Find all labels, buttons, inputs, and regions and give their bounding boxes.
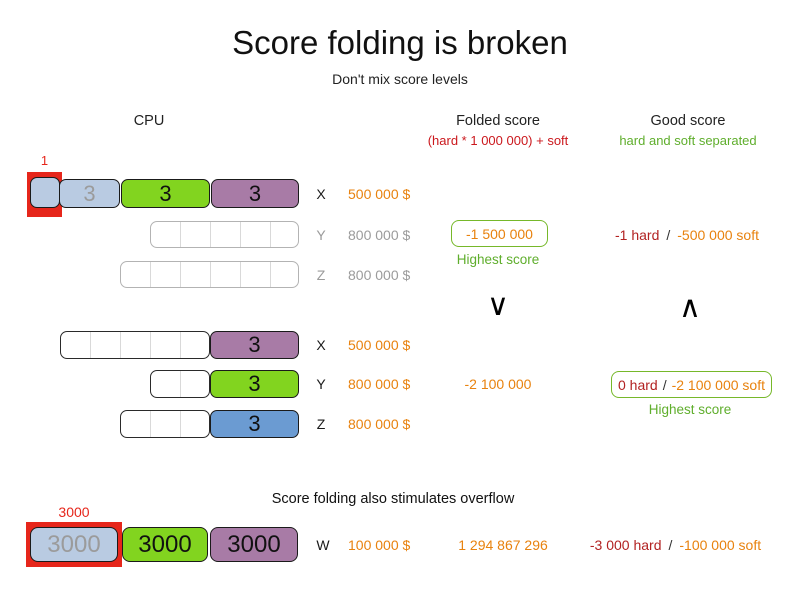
- good-score-separator: /: [668, 536, 673, 553]
- column-header-good-score: Good score: [650, 113, 726, 129]
- cpu-y2-empty-bar: [150, 370, 210, 398]
- cpu-y-empty-bar: [150, 221, 299, 248]
- greater-than-icon: ∨: [487, 289, 509, 322]
- process-size-label: 3: [83, 180, 96, 206]
- process-size-label: 3: [248, 411, 261, 436]
- process-size-label: 3: [248, 332, 261, 357]
- column-subheader-folded-score: (hard * 1 000 000) + soft: [427, 133, 569, 148]
- good-score-row-w: -3 000 hard / -100 000 soft: [578, 527, 773, 562]
- cpu-z2-empty-bar: [120, 410, 210, 438]
- process-size-label: 3: [248, 180, 262, 206]
- machine-cost-y: 800 000 $: [348, 226, 411, 243]
- cpu-w-process-green: 3000: [122, 527, 208, 562]
- column-header-folded-score: Folded score: [456, 113, 540, 129]
- machine-cost-w: 100 000 $: [348, 536, 411, 553]
- page-title: Score folding is broken: [232, 24, 568, 61]
- good-score-row: -1 hard / -500 000 soft: [597, 221, 777, 248]
- folded-score-value-2: -2 100 000: [464, 376, 532, 392]
- machine-cost-x2: 500 000 $: [348, 337, 411, 353]
- cpu-w-process-blue: 3000: [30, 527, 118, 562]
- good-score-soft: -100 000 soft: [679, 536, 762, 553]
- cpu-y2-process-green: 3: [210, 370, 299, 398]
- cpu-w-process-purple: 3000: [210, 527, 298, 562]
- cpu-x-process-green: 3: [121, 179, 210, 208]
- machine-label-y: Y: [316, 226, 326, 243]
- process-size-label: 3000: [138, 530, 192, 558]
- process-size-label: 3: [159, 180, 172, 206]
- folded-score-box: -1 500 000: [451, 220, 548, 247]
- good-score-separator: /: [666, 226, 671, 243]
- less-than-icon: ∧: [679, 291, 701, 324]
- machine-label-x: X: [316, 185, 326, 202]
- column-header-cpu: CPU: [133, 113, 165, 129]
- machine-label-z: Z: [316, 266, 326, 283]
- cpu-x-process-purple: 3: [211, 179, 299, 208]
- good-score-soft: -500 000 soft: [677, 226, 759, 243]
- machine-label-y2: Y: [316, 376, 326, 392]
- folded-score-value-w: 1 294 867 296: [458, 536, 548, 553]
- cpu-z-empty-bar: [120, 261, 299, 288]
- machine-cost-z2: 800 000 $: [348, 416, 411, 432]
- overload-amount-label: 1: [40, 153, 49, 168]
- overflow-section-heading: Score folding also stimulates overflow: [271, 491, 515, 507]
- good-score-box: 0 hard / -2 100 000 soft: [611, 371, 772, 398]
- machine-label-z2: Z: [316, 416, 326, 432]
- folded-highest-score-note: Highest score: [456, 252, 540, 267]
- column-subheader-good-score: hard and soft separated: [619, 133, 757, 148]
- cpu-x2-process-purple: 3: [210, 331, 299, 359]
- machine-cost-z: 800 000 $: [348, 266, 411, 283]
- good-score-separator: /: [662, 376, 667, 393]
- machine-cost-x: 500 000 $: [348, 185, 411, 202]
- cpu-x-overflow-block: [30, 177, 60, 208]
- cpu-x-process-blue: 3: [59, 179, 120, 208]
- machine-cost-y2: 800 000 $: [348, 376, 411, 392]
- machine-label-w: W: [316, 536, 330, 553]
- cpu-z2-process-blue: 3: [210, 410, 299, 438]
- process-size-label: 3000: [227, 530, 281, 558]
- good-score-hard: -3 000 hard: [589, 536, 662, 553]
- process-size-label: 3: [248, 371, 261, 396]
- good-highest-score-note: Highest score: [648, 402, 732, 417]
- cpu-x2-empty-bar: [60, 331, 210, 359]
- page-subtitle: Don't mix score levels: [332, 71, 468, 87]
- good-score-hard: -1 hard: [615, 226, 660, 243]
- good-score-soft: -2 100 000 soft: [671, 376, 765, 393]
- overflow-amount-label: 3000: [58, 504, 90, 520]
- good-score-hard: 0 hard: [618, 376, 658, 393]
- process-size-label: 3000: [47, 530, 101, 558]
- machine-label-x2: X: [316, 337, 326, 353]
- folded-score-value: -1 500 000: [466, 225, 533, 242]
